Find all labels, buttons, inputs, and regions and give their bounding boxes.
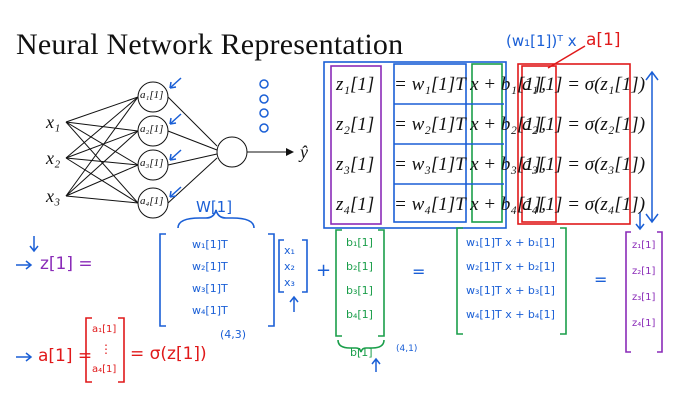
W-row-3: w₃[1]T — [192, 282, 228, 295]
hidden-unit-2: a₂[1] — [140, 123, 164, 135]
x-vec-1: x₁ — [284, 244, 295, 257]
eq1-rhs: = w₁[1]T x + b₁[1], — [394, 74, 547, 95]
annotation-a1-lhs: a[1] = — [38, 346, 93, 366]
annotation-z1-lhs: z[1] = — [40, 254, 93, 274]
b-vec-2: b₂[1] — [346, 260, 373, 273]
z-vec-3: z₃[1] — [632, 292, 656, 303]
input-x3: x₃ — [46, 186, 61, 206]
z2: z₂[1] — [336, 114, 375, 135]
b-label: b[1] — [350, 346, 373, 359]
z3: z₃[1] — [336, 154, 375, 175]
hidden-unit-4: a₄[1] — [140, 195, 164, 207]
annotation-a1: a[1] — [586, 30, 621, 50]
z4: z₄[1] — [336, 194, 375, 215]
a-vec-1: a₁[1] — [92, 324, 117, 335]
output-yhat: ŷ — [300, 142, 308, 162]
equation-row-3: z₃[1] = w₃[1]T x + b₃[1],a₃[1] = σ(z₃[1]) — [336, 154, 645, 176]
W-row-1: w₁[1]T — [192, 238, 228, 251]
b-vec-4: b₄[1] — [346, 308, 373, 321]
a-vec-4: a₄[1] — [92, 364, 117, 375]
eq3-rhs: = w₃[1]T x + b₃[1], — [394, 154, 547, 175]
hidden-unit-1: a₁[1] — [140, 89, 164, 101]
input-x1: x₁ — [46, 112, 61, 132]
eq2-rhs: = w₂[1]T x + b₂[1], — [394, 114, 547, 135]
equation-row-1: z₁[1] = w₁[1]T x + b₁[1],a₁[1] = σ(z₁[1]) — [336, 74, 645, 96]
equation-row-2: z₂[1] = w₂[1]T x + b₂[1],a₂[1] = σ(z₂[1]) — [336, 114, 645, 136]
result-row-1: w₁[1]T x + b₁[1] — [466, 236, 555, 249]
plus-sign: + — [316, 260, 332, 281]
x-vec-3: x₃ — [284, 276, 295, 289]
z-vec-4: z₄[1] — [632, 318, 656, 329]
z1: z₁[1] — [336, 74, 375, 95]
equation-row-4: z₄[1] = w₄[1]T x + b₄[1],a₄[1] = σ(z₄[1]) — [336, 194, 645, 216]
b-vec-1: b₁[1] — [346, 236, 373, 249]
b-shape: (4,1) — [396, 344, 418, 354]
equals-sign-2: = — [594, 270, 608, 289]
z-vec-2: z₂[1] — [632, 266, 656, 277]
z-vec-1: z₁[1] — [632, 240, 656, 251]
equals-sign-1: = — [412, 262, 426, 281]
input-x2: x₂ — [46, 148, 61, 168]
b-vec-3: b₃[1] — [346, 284, 373, 297]
W-shape: (4,3) — [220, 328, 247, 341]
result-row-2: w₂[1]T x + b₂[1] — [466, 260, 555, 273]
a1: a₁[1] = σ(z₁[1]) — [522, 74, 646, 95]
slide-title: Neural Network Representation — [16, 28, 404, 61]
x-vec-2: x₂ — [284, 260, 295, 273]
result-row-3: w₃[1]T x + b₃[1] — [466, 284, 555, 297]
a2: a₂[1] = σ(z₂[1]) — [522, 114, 646, 135]
eq4-rhs: = w₄[1]T x + b₄[1], — [394, 194, 547, 215]
annotation-w1-transpose-x: (w₁[1])ᵀ x — [506, 32, 577, 50]
hidden-unit-3: a₃[1] — [140, 157, 164, 169]
annotation-W1-label: W[1] — [196, 198, 233, 216]
a4: a₄[1] = σ(z₄[1]) — [522, 194, 646, 215]
result-row-4: w₄[1]T x + b₄[1] — [466, 308, 555, 321]
a3: a₃[1] = σ(z₃[1]) — [522, 154, 646, 175]
W-row-2: w₂[1]T — [192, 260, 228, 273]
W-row-4: w₄[1]T — [192, 304, 228, 317]
a-vec-dots: ⋮ — [100, 342, 112, 356]
annotation-sigma-z1: = σ(z[1]) — [130, 344, 207, 364]
